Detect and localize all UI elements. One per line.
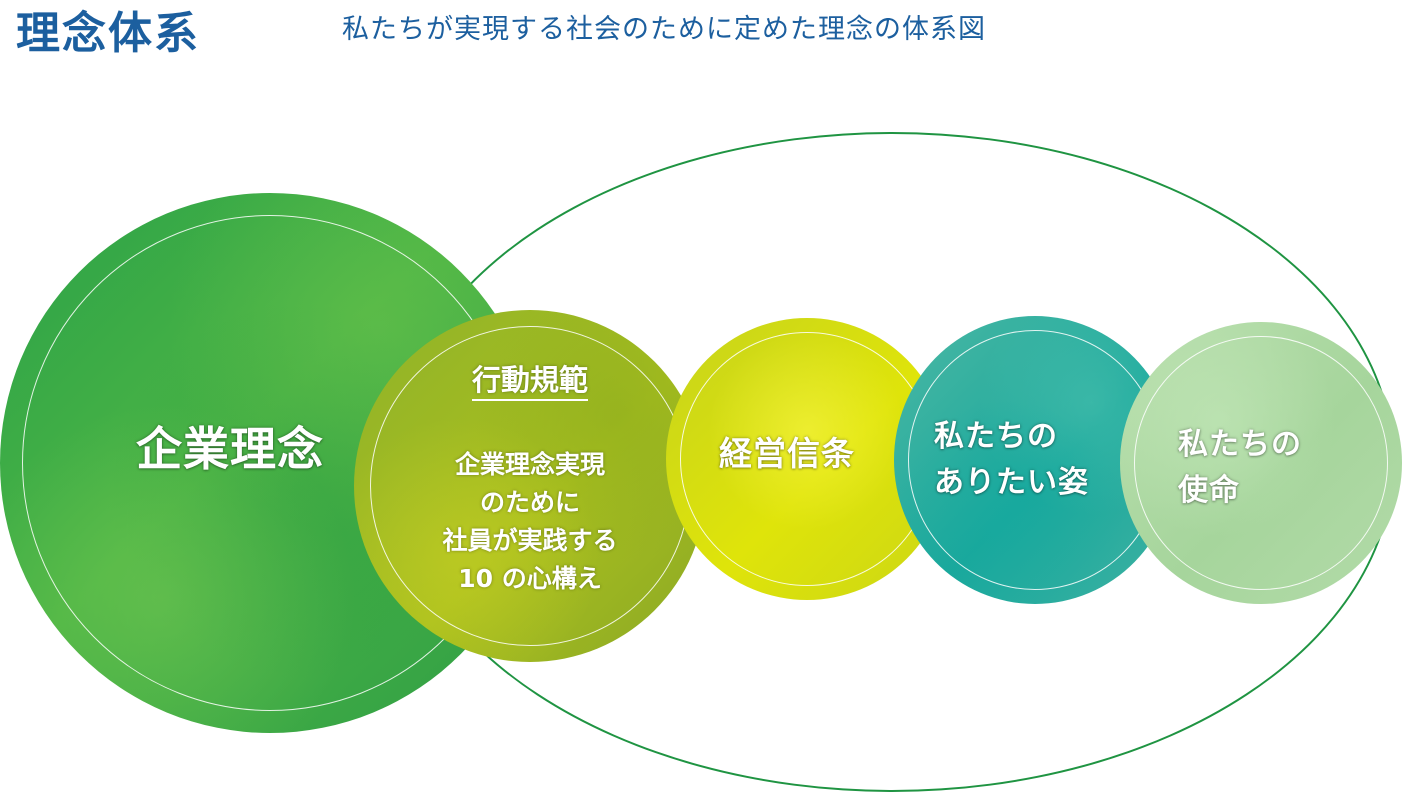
mission-line: 使命 xyxy=(1178,473,1240,508)
mission-circle: 私たちの 使命 xyxy=(1120,322,1402,604)
code-of-conduct-heading: 行動規範 xyxy=(354,362,706,401)
code-of-conduct-description: 企業理念実現 のために 社員が実践する 10 の心構え xyxy=(354,446,706,598)
page-subtitle: 私たちが実現する社会のために定めた理念の体系図 xyxy=(342,14,986,45)
page-title: 理念体系 xyxy=(16,8,200,59)
management-creed-label: 経営信条 xyxy=(719,434,855,473)
vision-circle: 私たちの ありたい姿 xyxy=(894,316,1176,604)
circle-inner-ring xyxy=(1134,336,1388,590)
vision-line: ありたい姿 xyxy=(934,465,1089,500)
mission-line: 私たちの xyxy=(1178,427,1302,462)
corporate-philosophy-label: 企業理念 xyxy=(136,422,324,476)
vision-label: 私たちの ありたい姿 xyxy=(894,414,1176,506)
description-line: のために xyxy=(479,488,580,517)
description-line: 企業理念実現 xyxy=(454,450,605,479)
vision-line: 私たちの xyxy=(934,419,1058,454)
mission-label: 私たちの 使命 xyxy=(1120,422,1402,514)
description-line: 10 の心構え xyxy=(458,564,602,593)
code-of-conduct-heading-text: 行動規範 xyxy=(471,363,588,401)
code-of-conduct-circle: 行動規範 企業理念実現 のために 社員が実践する 10 の心構え xyxy=(354,310,706,662)
description-line: 社員が実践する xyxy=(442,526,618,555)
